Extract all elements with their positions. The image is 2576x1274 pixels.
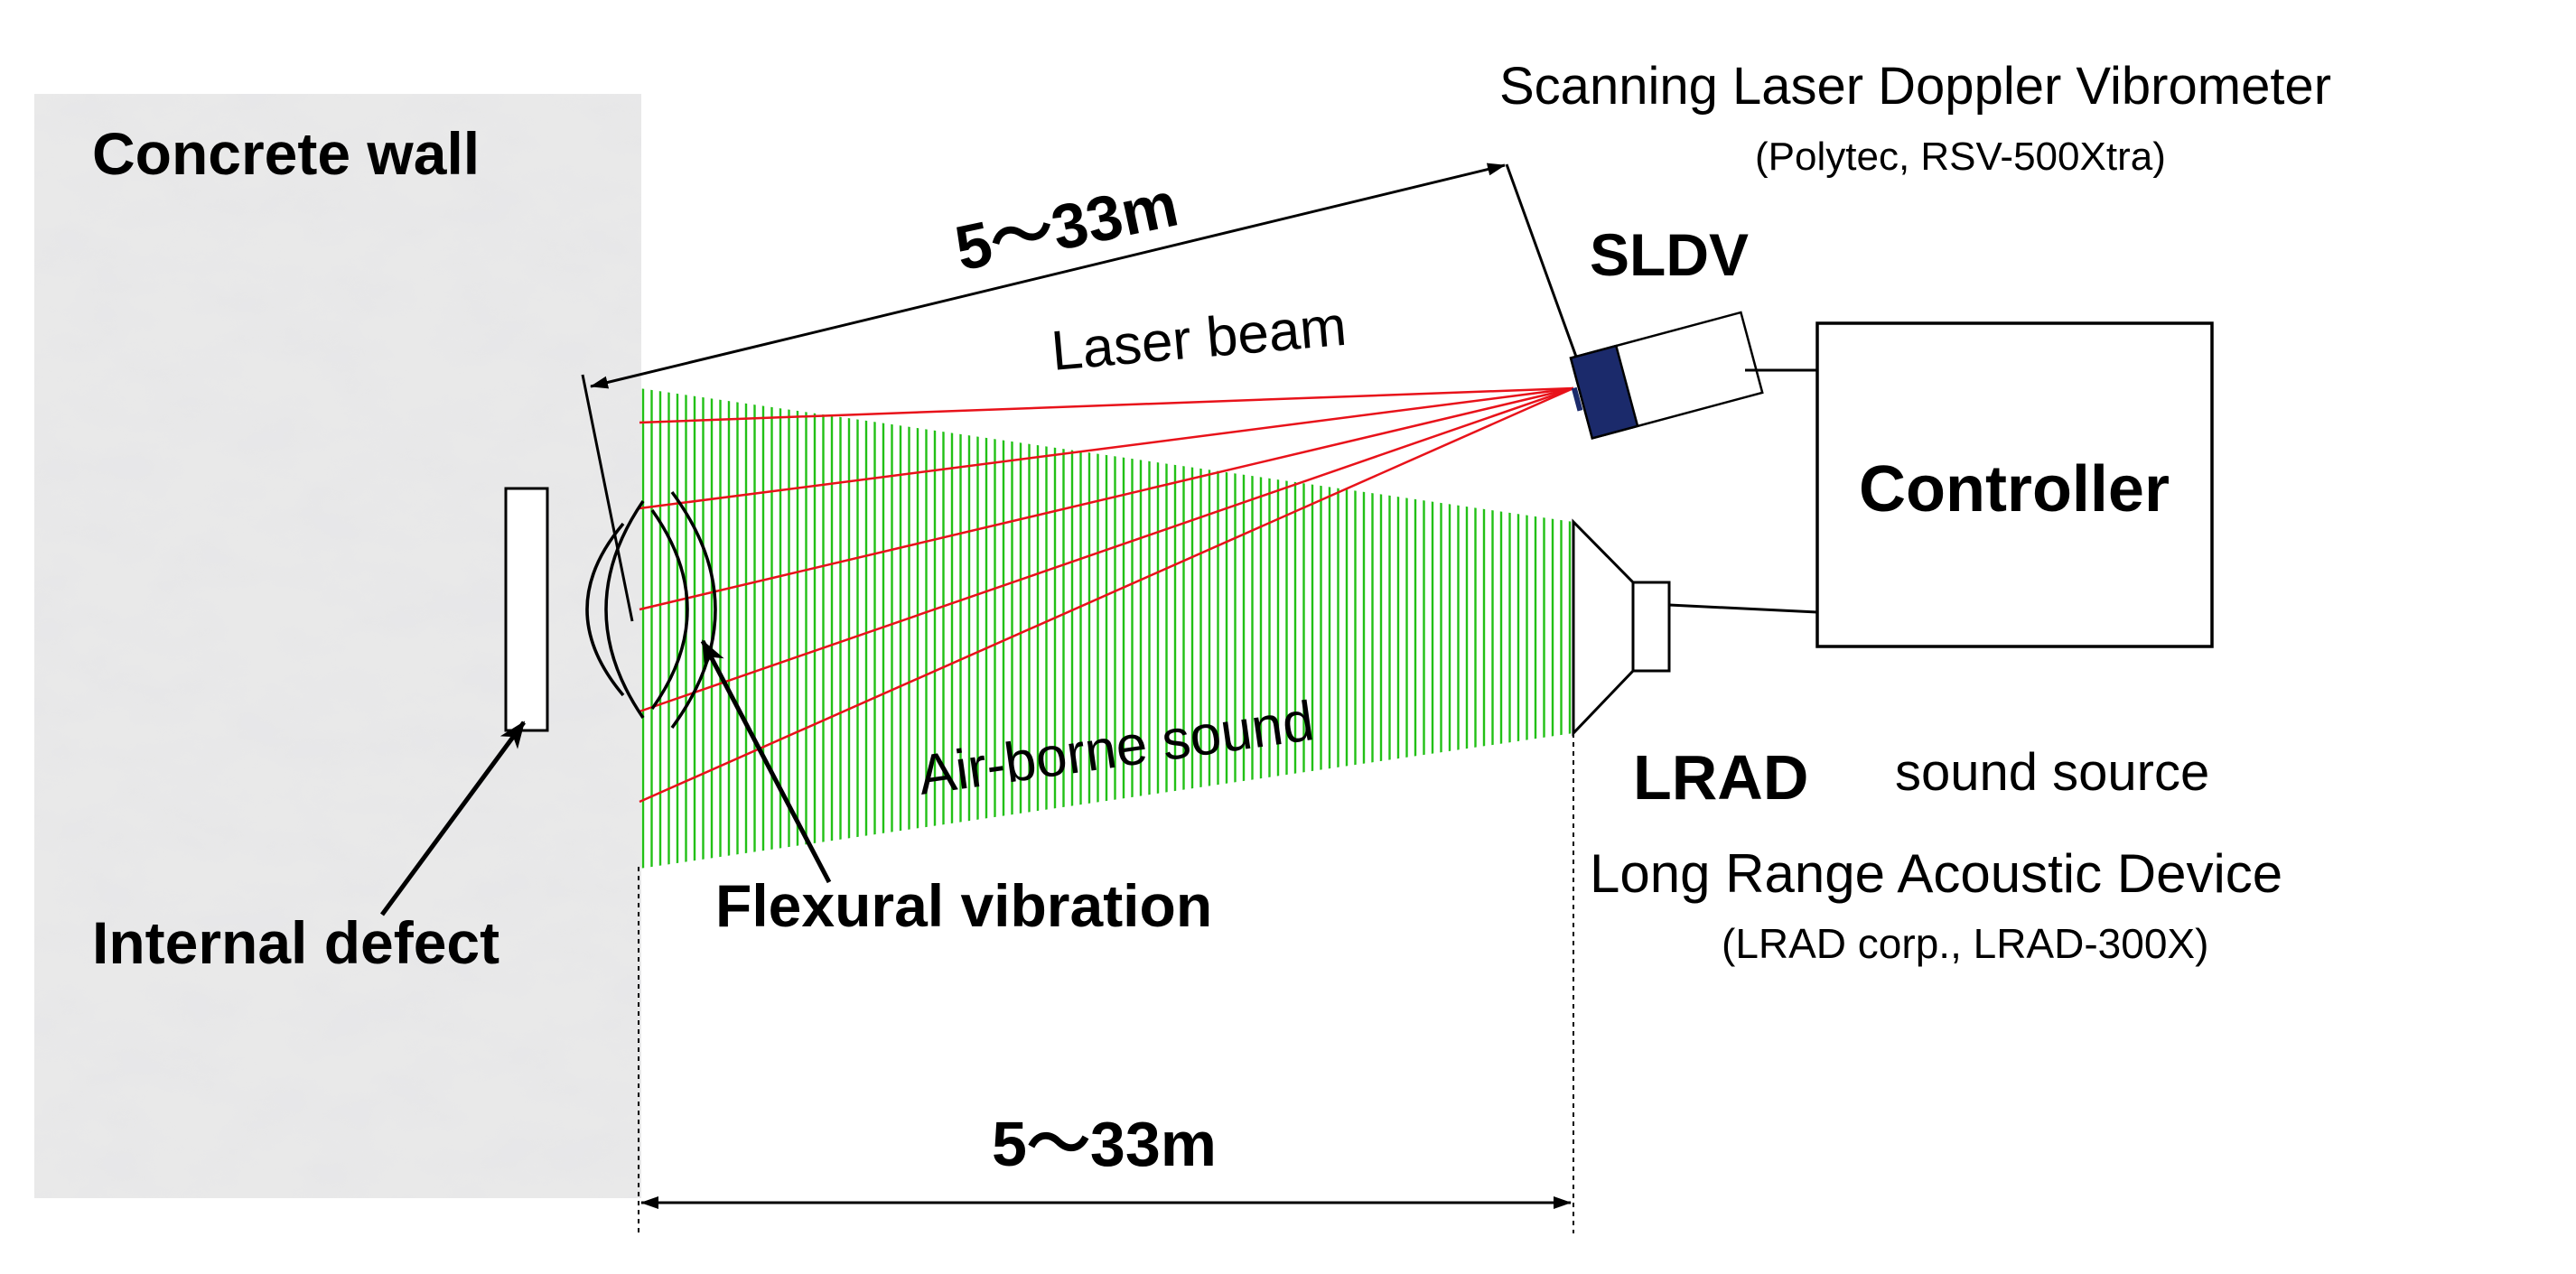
sldv-label: SLDV xyxy=(1590,221,1749,288)
sldv-model: (Polytec, RSV-500Xtra) xyxy=(1755,135,2166,179)
laser-beam-line xyxy=(639,386,1574,611)
concrete-wall xyxy=(34,94,641,1198)
slant-distance-dimension xyxy=(581,163,1578,622)
laser-beam-line xyxy=(639,386,1574,804)
wall-label: Concrete wall xyxy=(92,120,480,187)
laser-beams xyxy=(639,386,1574,804)
lrad-role: sound source xyxy=(1895,743,2209,802)
laser-beam-line xyxy=(639,386,1574,424)
lrad-label: LRAD xyxy=(1633,742,1808,813)
lrad-controller-cable xyxy=(1668,603,1818,614)
laser-beam-label: Laser beam xyxy=(1049,295,1349,383)
flexural-vibration-waves xyxy=(585,490,717,730)
controller-label: Controller xyxy=(1859,453,2170,525)
bottom-distance-dimension xyxy=(638,733,1574,1233)
flexural-vibration-pointer xyxy=(700,639,832,884)
bottom-distance-label: 5～33m xyxy=(992,1109,1217,1179)
controller-box xyxy=(1815,321,2214,648)
internal-defect-label: Internal defect xyxy=(92,909,499,976)
sldv-lens xyxy=(1569,344,1639,440)
lrad-full-name: Long Range Acoustic Device xyxy=(1590,843,2282,904)
laser-beam-line xyxy=(639,386,1574,713)
internal-defect-pointer xyxy=(379,721,527,916)
lrad-speaker xyxy=(1572,518,1671,737)
slant-distance-label: 5～33m xyxy=(949,169,1184,284)
flexural-vibration-label: Flexural vibration xyxy=(715,872,1212,939)
laser-beam-line xyxy=(639,386,1574,510)
airborne-sound-beam xyxy=(641,388,1572,869)
sldv-device xyxy=(1569,311,1764,440)
internal-defect-block xyxy=(504,487,549,732)
lrad-model: (LRAD corp., LRAD-300X) xyxy=(1722,920,2208,967)
sldv-full-name: Scanning Laser Doppler Vibrometer xyxy=(1499,57,2331,116)
